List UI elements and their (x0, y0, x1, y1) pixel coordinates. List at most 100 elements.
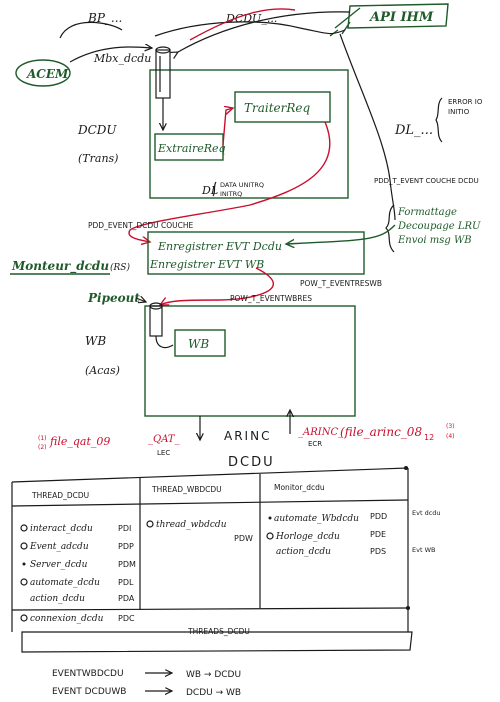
col3-item-3-name: action_dcdu (276, 547, 331, 557)
col3-item-1-name: automate_Wbdcdu (274, 514, 359, 524)
acem-node: ACEM (15, 59, 71, 87)
col1-item-5-name: action_dcdu (30, 594, 85, 604)
extraire-req-label: ExtraireReq (157, 142, 226, 155)
dcdu-dl-item-2: INITRQ (220, 190, 242, 198)
enregistrer-dcdu-label: Enregistrer EVT Dcdu (157, 240, 282, 253)
monteur-label: Monteur_dcdu (11, 259, 109, 274)
side-note-2: Decoupage LRU (397, 221, 481, 232)
legend-flow-1: WB → DCDU (186, 670, 241, 680)
side-notes-to-monteur-arrow (286, 224, 396, 244)
col1-item-2-code: PDP (118, 542, 134, 551)
extraire-to-traiter-arrow (222, 108, 233, 146)
ecr-label: ECR (308, 440, 322, 448)
pdd-right-label: PDD_T_EVENT COUCHE DCDU (374, 177, 479, 185)
col1-item-5-code: PDA (118, 594, 135, 603)
traiter-req-box: TraiterReq (234, 91, 331, 123)
right-note-2: Evt WB (412, 546, 435, 554)
n-left-2: (2) (38, 444, 47, 451)
col2-list: thread_wbdcdu PDW (146, 520, 253, 543)
dl-right-label: DL_... (394, 123, 433, 138)
dcdu-dl-label: DL (201, 184, 218, 197)
side-note-1: Formattage (397, 207, 457, 218)
monteur-box (147, 231, 365, 275)
enregistrer-to-pipeout-arrow (160, 267, 274, 305)
n-right-2: (4) (446, 433, 455, 440)
api-ihm-box: API IHM (329, 3, 449, 37)
lec-label: LEC (157, 449, 170, 457)
col1-item-6-name: connexion_dcdu (30, 614, 104, 624)
col-header-2: THREAD_WBDCDU (151, 485, 222, 494)
wb-box (144, 305, 356, 417)
legend: EVENTWBDCDU WB → DCDU EVENT DCDUWB DCDU … (52, 669, 241, 698)
pow-event-reswb-label: POW_T_EVENTRESWB (300, 279, 382, 288)
qat-label: _QAT_ (148, 434, 180, 445)
dl-right-brace (435, 97, 443, 143)
dcdu-dl-brace (212, 181, 217, 197)
pow-event-label: POW_T_EVENTWBRES (230, 294, 312, 303)
legend-event-1: EVENTWBDCDU (52, 669, 124, 679)
side-note-3: Envoi msg WB (397, 235, 472, 246)
arinc-label: ARINC (224, 429, 271, 443)
col1-item-1-name: interact_dcdu (30, 524, 93, 534)
pipeout-to-wb-connector (155, 335, 174, 349)
wb-inner-label: WB (188, 337, 209, 351)
error-item-1: ERROR IO (448, 98, 483, 106)
col3-item-2-code: PDE (370, 530, 386, 539)
col1-item-4-code: PDL (118, 578, 134, 587)
right-note-1: Evt dcdu (412, 509, 441, 517)
n12-label: 12 (424, 433, 434, 442)
wb-label: WB (85, 334, 106, 348)
legend-flow-2: DCDU → WB (186, 688, 241, 698)
col1-item-1-code: PDI (118, 524, 131, 533)
traiter-req-label: TraiterReq (244, 101, 311, 115)
dcdu-label: DCDU (77, 123, 117, 137)
col1-item-3-name: Server_dcdu (30, 560, 88, 570)
file-qat-label: file_qat_09 (49, 435, 110, 448)
acem-to-mbx-arrow (69, 47, 152, 63)
legend-event-2: EVENT DCDUWB (52, 687, 126, 697)
col-header-1: THREAD_DCDU (31, 491, 89, 500)
mbx-cylinder (155, 46, 171, 99)
n-left-1: (1) (38, 435, 47, 442)
pdd-event-label: PDD_EVENT_DCDU COUCHE (88, 221, 194, 230)
wb-inner-box: WB (174, 329, 226, 357)
col3-item-1-code: PDD (370, 512, 387, 521)
red-top-curve (189, 8, 296, 41)
extraire-req-box: ExtraireReq (154, 133, 226, 161)
arinc-right-label: _ARINC_ (298, 427, 343, 438)
mbx-label: Mbx_dcdu (93, 52, 151, 65)
file-arinc-label: (file_arinc_08 (340, 425, 422, 439)
col3-item-2-name: Horloge_dcdu (275, 532, 340, 542)
col1-item-2-name: Event_adcdu (29, 542, 89, 552)
side-notes-brace (385, 204, 395, 253)
monteur-sub-label: (RS) (110, 262, 130, 273)
col1-item-4-name: automate_dcdu (30, 578, 100, 588)
api-to-mbx-arrow (178, 11, 351, 52)
col2-item-1-name: thread_wbdcdu (156, 520, 227, 530)
traiter-to-enregistrer-arrow (128, 121, 331, 242)
n-right-1: (3) (446, 423, 455, 430)
col1-list: interact_dcdu PDI Event_adcdu PDP Server… (20, 524, 136, 624)
table-title: DCDU (228, 455, 275, 470)
dcdu-sub-label: (Trans) (78, 152, 118, 165)
bp-label: BP_... (87, 11, 122, 25)
pipeout-label: Pipeout (87, 291, 140, 305)
threads-table (11, 466, 413, 653)
dcdu-box (149, 69, 349, 199)
pipeout-arrow (135, 298, 146, 302)
dcdu-dl-item-1: DATA UNITRQ (220, 181, 264, 189)
col2-item-1-code: PDW (234, 534, 253, 543)
enregistrer-wb-label: Enregistrer EVT WB (149, 258, 264, 271)
col1-item-3-code: PDM (118, 560, 136, 569)
api-ihm-label: API IHM (368, 10, 434, 25)
col3-list: automate_Wbdcdu PDD Horloge_dcdu PDE act… (266, 512, 387, 557)
acem-label: ACEM (26, 67, 69, 81)
pipeout-cylinder (149, 302, 163, 337)
mbx-to-api-curve (154, 21, 346, 37)
table-footer: THREADS_DCDU (187, 627, 250, 636)
wb-sub-label: (Acas) (85, 364, 120, 377)
col1-item-6-code: PDC (118, 614, 135, 623)
bp-curve (59, 21, 123, 39)
right-vertical-connector (339, 33, 396, 221)
